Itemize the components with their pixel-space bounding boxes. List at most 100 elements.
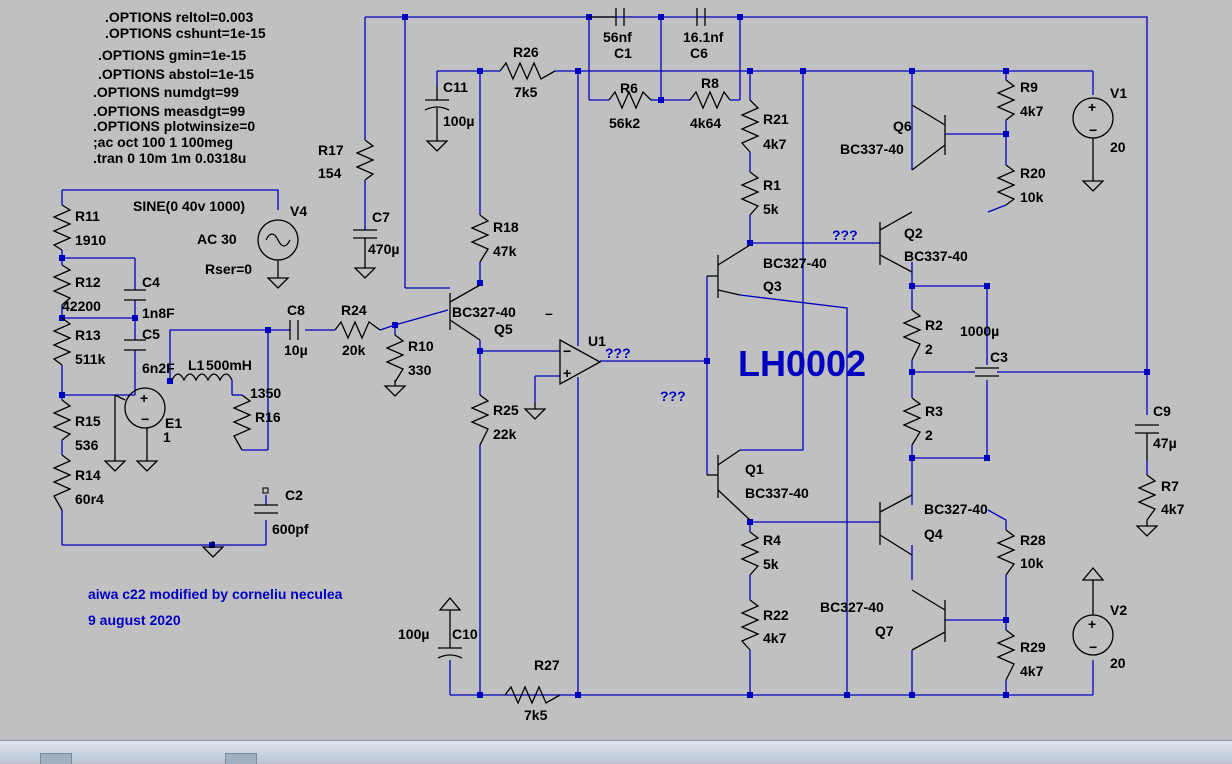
r8-name: R8 (701, 75, 719, 91)
svg-text:−: − (141, 411, 149, 427)
r12-value: 42200 (62, 298, 101, 314)
q5-name: Q5 (494, 321, 513, 337)
q1-model: BC337-40 (745, 485, 809, 501)
c2-name: C2 (285, 487, 303, 503)
r27-name: R27 (534, 657, 560, 673)
r20-value: 10k (1020, 189, 1044, 205)
v4-ac: AC 30 (197, 231, 237, 247)
r11-name: R11 (75, 208, 100, 224)
c7-value: 470µ (368, 241, 399, 257)
directive-line[interactable]: ;ac oct 100 1 100meg (93, 134, 233, 150)
r6-name: R6 (620, 80, 638, 96)
r15-value: 536 (75, 437, 99, 453)
directive-line[interactable]: .OPTIONS gmin=1e-15 (98, 47, 246, 63)
r21-name: R21 (763, 111, 789, 127)
r7-value: 4k7 (1161, 501, 1185, 517)
r10-value: 20k (342, 342, 366, 358)
v1-name: V1 (1110, 85, 1127, 101)
taskbar-button[interactable] (40, 753, 72, 764)
wires (61, 16, 1148, 696)
ground-symbols (104, 134, 1158, 558)
svg-text:+: + (140, 390, 148, 406)
r18-name: R10 (408, 338, 434, 354)
svg-text:−: − (1089, 639, 1097, 655)
q4-name: Q4 (924, 526, 943, 542)
r12-name: R12 (75, 274, 101, 290)
l1-value: 500mH (206, 357, 252, 373)
r29-name: R29 (1020, 639, 1046, 655)
q2-name: Q2 (904, 225, 923, 241)
r13-name: R13 (75, 327, 101, 343)
c3-name: C3 (990, 349, 1008, 365)
q1-name: Q1 (745, 461, 764, 477)
r3-value: 2 (925, 427, 933, 443)
r1-name: R1 (763, 177, 781, 193)
r7-name: R7 (1161, 478, 1179, 494)
r9-value: 4k7 (1020, 103, 1044, 119)
svg-text:–: – (545, 305, 553, 321)
e1-name: E1 (165, 415, 182, 431)
source-symbols: +− +− +− (114, 97, 1114, 656)
c8-value: 10µ (284, 342, 308, 358)
r28-value: 10k (1020, 555, 1044, 571)
c1-value: 56nf (603, 29, 632, 45)
c7-name: C7 (372, 209, 390, 225)
q2-model: BC337-40 (904, 248, 968, 264)
net-label-u1-out: ??? (605, 345, 631, 361)
svg-text:−: − (563, 343, 571, 359)
taskbar-button[interactable] (225, 753, 257, 764)
r27-value: 7k5 (524, 707, 548, 723)
r2-value: 2 (925, 341, 933, 357)
directive-line[interactable]: .OPTIONS abstol=1e-15 (98, 66, 254, 82)
c4-name: C4 (142, 274, 160, 290)
c5-value: 6n2F (142, 360, 175, 376)
component-labels: SINE(0 40v 1000) V4 AC 30 Rser=0 R11 191… (62, 29, 1185, 723)
directive-line[interactable]: .tran 0 10m 1m 0.0318u (93, 150, 246, 166)
r26-value: 7k5 (514, 84, 538, 100)
q6-name: Q6 (893, 118, 912, 134)
resistor-symbols (52, 61, 1157, 705)
c11-value: 100µ (443, 113, 474, 129)
svg-text:+: + (563, 365, 571, 381)
capacitor-symbols (124, 8, 1159, 659)
r17-value: 154 (318, 165, 342, 181)
l1-name: L1 (188, 357, 205, 373)
q4-model: BC327-40 (924, 501, 988, 517)
c6-name: C6 (690, 45, 708, 61)
q5-model: BC327-40 (452, 304, 516, 320)
directive-line[interactable]: .OPTIONS measdgt=99 (93, 103, 245, 119)
r16-name: R16 (255, 409, 281, 425)
r24-value: 47k (493, 243, 517, 259)
r25-value: 22k (493, 426, 517, 442)
spice-directives[interactable]: .OPTIONS reltol=0.003 .OPTIONS cshunt=1e… (93, 9, 266, 166)
c1-name: C1 (614, 45, 632, 61)
q6-model: BC337-40 (840, 141, 904, 157)
r26-name: R26 (513, 44, 539, 60)
directive-line[interactable]: .OPTIONS plotwinsize=0 (93, 118, 255, 134)
schematic-canvas[interactable]: +− +− +− −+ – (0, 0, 1232, 740)
directive-line[interactable]: .OPTIONS cshunt=1e-15 (105, 25, 266, 41)
r9-name: R9 (1020, 79, 1038, 95)
q7-model: BC327-40 (820, 599, 884, 615)
q3-name: Q3 (763, 278, 782, 294)
c5-name: C5 (142, 326, 160, 342)
directive-line[interactable]: .OPTIONS numdgt=99 (93, 84, 239, 100)
r16-value: 1350 (250, 385, 281, 401)
r13-value: 511k (75, 351, 106, 367)
v2-value: 20 (1110, 655, 1126, 671)
credit-line-date: 9 august 2020 (88, 612, 181, 628)
c10-value: 100µ (398, 626, 429, 642)
r17-name: R17 (318, 142, 344, 158)
c11-name: C11 (443, 79, 468, 95)
r22-value: 4k7 (763, 630, 787, 646)
v2-name: V2 (1110, 602, 1127, 618)
r25-name: R25 (493, 402, 519, 418)
transistor-symbols (449, 104, 946, 651)
e1-value: 1 (163, 429, 171, 445)
credit-text: aiwa c22 modified by corneliu neculea 9 … (88, 586, 343, 628)
c6-value: 16.1nf (683, 29, 724, 45)
directive-line[interactable]: .OPTIONS reltol=0.003 (105, 9, 253, 25)
r20-name: R20 (1020, 165, 1046, 181)
r22-name: R22 (763, 607, 789, 623)
svg-text:−: − (1089, 122, 1097, 138)
